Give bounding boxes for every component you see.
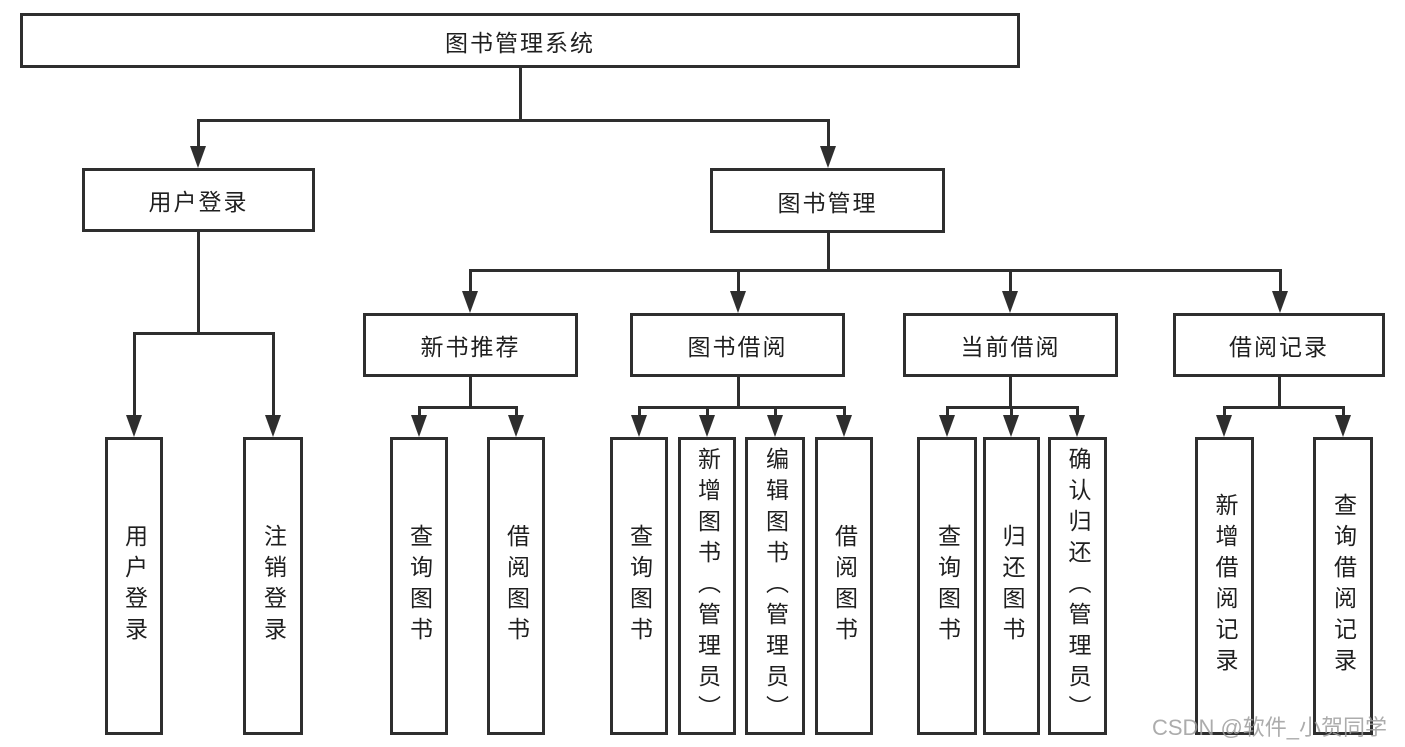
connector-vline [1009,377,1012,408]
watermark: CSDN @软件_小贺同学 [1152,715,1388,740]
leaf-br-query-record: 查询借阅记录 [1313,437,1373,735]
arrow-down-icon [836,415,852,437]
arrow-down-icon [820,146,836,168]
arrow-down-icon [1272,291,1288,313]
connector-vline [196,232,200,333]
node-book-management: 图书管理 [710,168,945,233]
leaf-bb-edit-books: 编辑图书（管理员） [745,437,805,735]
connector-vline [826,120,830,147]
leaf-bb-borrow-books-label: 借阅图书 [831,524,858,648]
leaf-user-login: 用户登录 [105,437,163,735]
connector-vline [1341,407,1345,416]
arrow-down-icon [462,291,478,313]
leaf-rec-query-books: 查询图书 [390,437,448,735]
connector-hline [196,118,830,122]
connector-vline [1278,270,1282,292]
leaf-cb-query-books-label: 查询图书 [934,524,961,648]
connector-vline [469,377,472,408]
connector-hline [132,331,275,335]
connector-hline [417,405,518,409]
node-root: 图书管理系统 [20,13,1020,68]
connector-vline [637,407,641,416]
node-new-book-recommend-label: 新书推荐 [420,334,521,360]
connector-vline [945,407,949,416]
leaf-br-query-record-label: 查询借阅记录 [1330,493,1357,679]
leaf-rec-borrow-books-label: 借阅图书 [503,524,530,648]
connector-vline [1277,377,1281,408]
arrow-down-icon [1216,415,1232,437]
leaf-br-add-record: 新增借阅记录 [1195,437,1254,735]
leaf-bb-add-books-label: 新增图书（管理员） [694,446,721,726]
arrow-down-icon [508,415,524,437]
connector-hline [1222,405,1345,409]
leaf-br-add-record-label: 新增借阅记录 [1212,493,1238,679]
leaf-cb-return-books: 归还图书 [983,437,1040,735]
connector-vline [271,333,275,416]
connector-vline [842,407,846,416]
node-borrow-records: 借阅记录 [1173,313,1385,377]
connector-vline [736,270,740,292]
arrow-down-icon [411,415,427,437]
connector-vline [1075,407,1079,416]
connector-vline [468,270,472,292]
connector-vline [1222,407,1226,416]
node-user-login-label: 用户登录 [148,189,249,215]
leaf-cb-query-books: 查询图书 [917,437,977,735]
connector-vline [1009,407,1013,416]
connector-hline [468,268,1282,272]
leaf-logout-label: 注销登录 [260,524,287,648]
node-borrow-records-label: 借阅记录 [1229,334,1329,360]
arrow-down-icon [767,415,783,437]
arrow-down-icon [631,415,647,437]
connector-vline [736,377,740,408]
connector-vline [196,120,200,147]
arrow-down-icon [1003,415,1019,437]
leaf-cb-return-books-label: 归还图书 [999,524,1025,648]
arrow-down-icon [1335,415,1351,437]
leaf-cb-confirm-return: 确认归还（管理员） [1048,437,1107,735]
node-root-label: 图书管理系统 [445,29,595,56]
node-current-borrow: 当前借阅 [903,313,1118,377]
node-user-login: 用户登录 [82,168,315,232]
leaf-bb-query-books: 查询图书 [610,437,668,735]
leaf-bb-borrow-books: 借阅图书 [815,437,873,735]
node-book-management-label: 图书管理 [777,189,878,216]
connector-vline [773,407,777,416]
arrow-down-icon [1069,415,1085,437]
connector-vline [417,407,421,416]
node-book-borrow: 图书借阅 [630,313,845,377]
node-new-book-recommend: 新书推荐 [363,313,578,377]
connector-vline [514,407,518,416]
arrow-down-icon [126,415,142,437]
leaf-user-login-label: 用户登录 [121,524,148,648]
arrow-down-icon [265,415,281,437]
leaf-rec-borrow-books: 借阅图书 [487,437,545,735]
connector-vline [826,233,830,271]
connector-hline [637,405,846,409]
arrow-down-icon [699,415,715,437]
leaf-bb-edit-books-label: 编辑图书（管理员） [762,446,789,726]
connector-vline [705,407,709,416]
arrow-down-icon [730,291,746,313]
leaf-cb-confirm-return-label: 确认归还（管理员） [1065,446,1091,726]
node-book-borrow-label: 图书借阅 [687,334,788,360]
arrow-down-icon [939,415,955,437]
node-current-borrow-label: 当前借阅 [960,334,1061,360]
arrow-down-icon [190,146,206,168]
leaf-rec-query-books-label: 查询图书 [406,524,433,648]
connector-vline [132,333,136,416]
arrow-down-icon [1002,291,1018,313]
leaf-bb-add-books: 新增图书（管理员） [678,437,736,735]
connector-vline [1008,270,1012,292]
leaf-logout: 注销登录 [243,437,303,735]
connector-vline [518,68,522,120]
leaf-bb-query-books-label: 查询图书 [626,524,653,648]
